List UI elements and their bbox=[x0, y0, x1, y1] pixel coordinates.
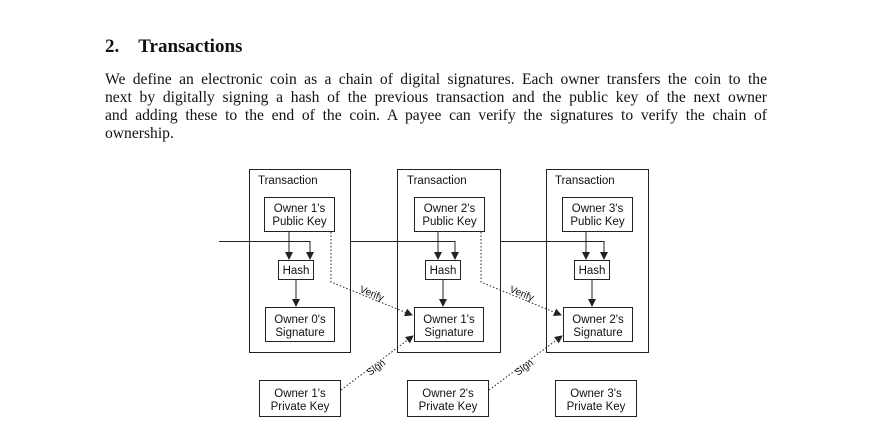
signature-line-1: Owner 2's bbox=[572, 314, 624, 326]
hash-box bbox=[425, 260, 461, 280]
section-heading: 2. Transactions bbox=[105, 36, 242, 58]
chain-arrow-3 bbox=[501, 241, 608, 260]
body-paragraph: We define an electronic coin as a chain … bbox=[105, 71, 767, 143]
section-number: 2. bbox=[105, 36, 120, 57]
hash-box bbox=[278, 260, 314, 280]
transaction-title: Transaction bbox=[407, 175, 467, 187]
sign-label-1: Sign bbox=[365, 358, 388, 379]
transaction-title: Transaction bbox=[555, 175, 615, 187]
public-key-line-2: Public Key bbox=[422, 216, 477, 228]
paragraph-line: next by digitally signing a hash of the … bbox=[105, 89, 767, 106]
verify-arrow-1 bbox=[330, 232, 413, 317]
sign-arrow-2 bbox=[488, 335, 563, 391]
signature-box bbox=[265, 307, 335, 342]
signature-line-1: Owner 1's bbox=[423, 314, 475, 326]
public-key-box bbox=[264, 197, 335, 232]
signature-line-1: Owner 0's bbox=[274, 314, 326, 326]
transaction-2: Transaction Owner 2's Public Key Hash Ow… bbox=[397, 169, 501, 417]
paragraph-line: ownership. bbox=[105, 125, 174, 142]
hash-label: Hash bbox=[430, 265, 457, 277]
sign-label-2: Sign bbox=[513, 358, 536, 379]
public-key-line-1: Owner 2's bbox=[424, 203, 476, 215]
private-key-line-2: Private Key bbox=[567, 401, 626, 413]
verify-label-1: Verify bbox=[358, 284, 385, 304]
signature-line-2: Signature bbox=[424, 327, 473, 339]
paragraph-line: and adding these to the end of the coin.… bbox=[105, 107, 767, 124]
verify-arrow-2 bbox=[480, 232, 562, 317]
transaction-1: Transaction Owner 1's Public Key Hash Ow… bbox=[249, 169, 351, 417]
hash-box bbox=[574, 260, 610, 280]
transaction-title: Transaction bbox=[258, 175, 318, 187]
paragraph-line: We define an electronic coin as a chain … bbox=[105, 71, 767, 88]
hash-label: Hash bbox=[579, 265, 606, 277]
verify-label-2: Verify bbox=[508, 284, 535, 304]
public-key-line-2: Public Key bbox=[570, 216, 625, 228]
signature-line-2: Signature bbox=[573, 327, 622, 339]
private-key-line-2: Private Key bbox=[419, 401, 478, 413]
private-key-line-1: Owner 1's bbox=[274, 388, 326, 400]
private-key-line-1: Owner 2's bbox=[422, 388, 474, 400]
private-key-box bbox=[259, 380, 341, 417]
signature-box bbox=[414, 307, 484, 342]
public-key-box bbox=[562, 197, 633, 232]
public-key-line-1: Owner 3's bbox=[572, 203, 624, 215]
hash-label: Hash bbox=[283, 265, 310, 277]
signature-line-2: Signature bbox=[275, 327, 324, 339]
chain-arrow-1 bbox=[219, 241, 314, 260]
sign-arrow-1 bbox=[340, 335, 414, 391]
private-key-box bbox=[407, 380, 489, 417]
public-key-line-1: Owner 1's bbox=[274, 203, 326, 215]
private-key-line-1: Owner 3's bbox=[570, 388, 622, 400]
section-title: Transactions bbox=[138, 36, 243, 57]
private-key-box bbox=[555, 380, 637, 417]
chain-arrow-2 bbox=[351, 241, 459, 260]
private-key-line-2: Private Key bbox=[271, 401, 330, 413]
public-key-line-2: Public Key bbox=[272, 216, 327, 228]
chain-connectors bbox=[219, 241, 608, 260]
public-key-box bbox=[414, 197, 485, 232]
signature-box bbox=[563, 307, 633, 342]
transaction-3: Transaction Owner 3's Public Key Hash Ow… bbox=[546, 169, 649, 417]
